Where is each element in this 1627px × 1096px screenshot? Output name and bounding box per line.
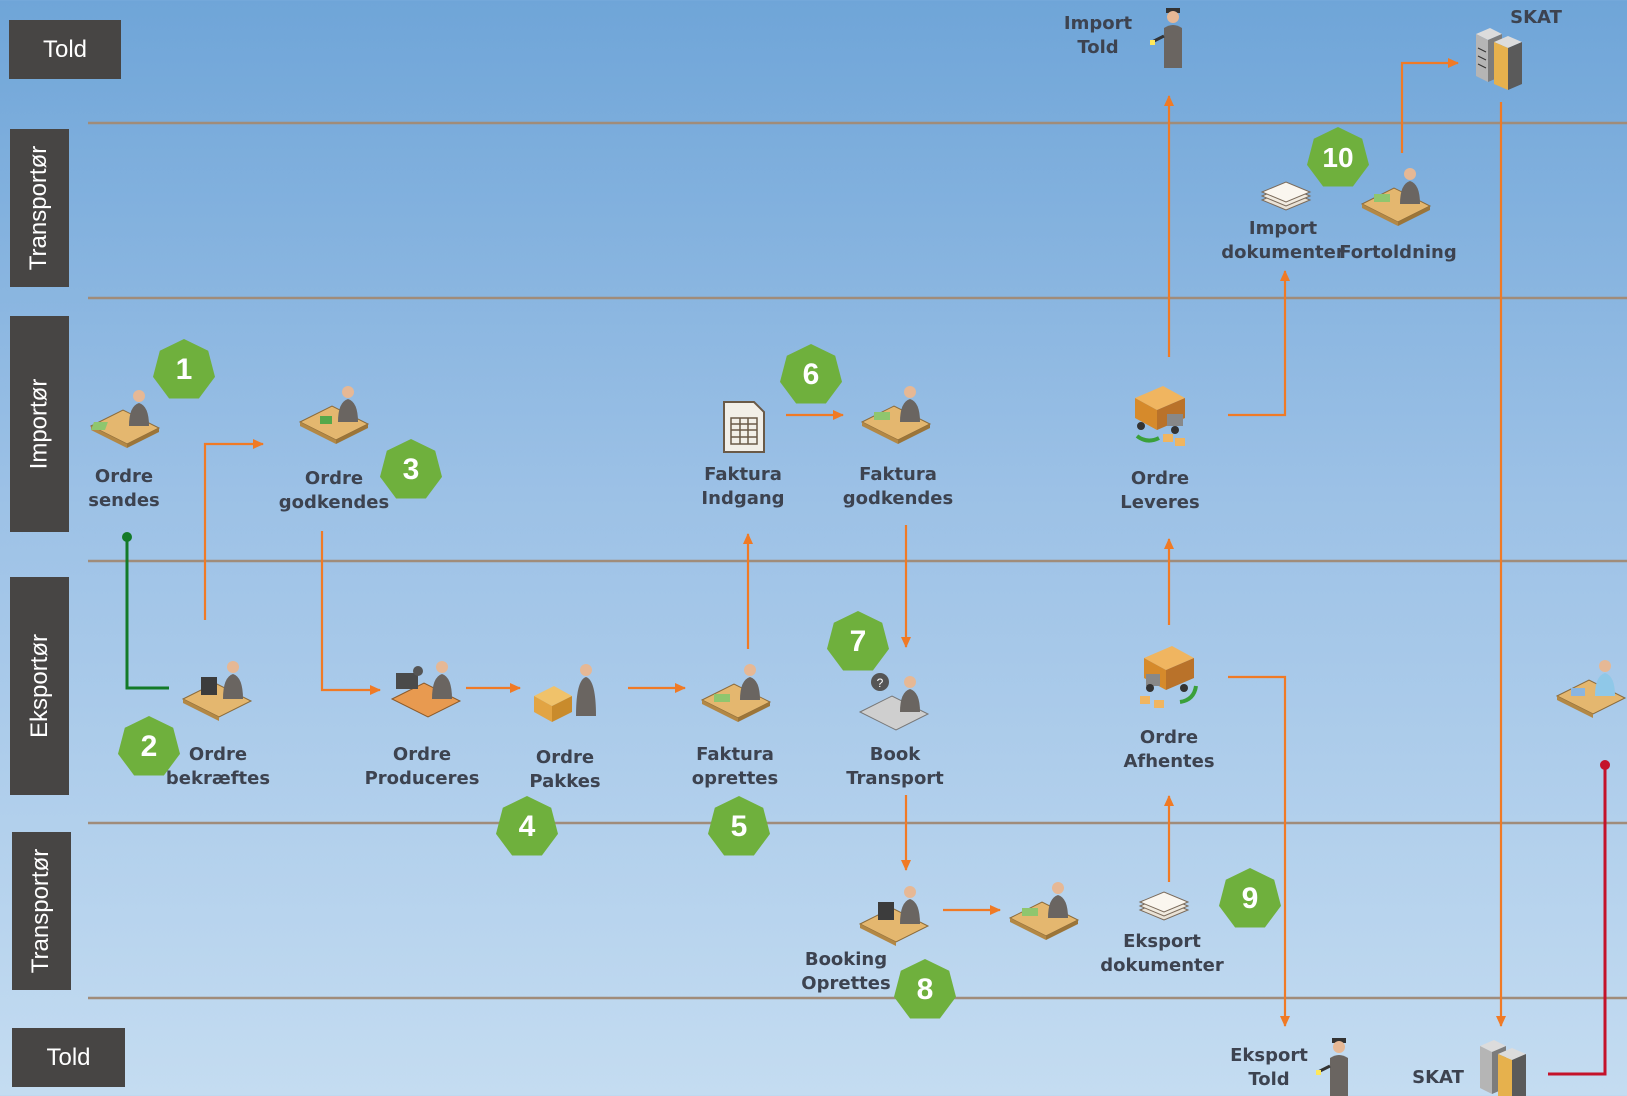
desk-worker-icon	[700, 664, 772, 722]
label-skat-top: SKAT	[1510, 7, 1562, 28]
customs-officer-icon	[1150, 8, 1182, 68]
customs-officer-icon	[1316, 1038, 1348, 1096]
computer-worker-icon	[858, 886, 930, 946]
documents-icon	[1138, 891, 1190, 921]
truck-icon	[1135, 386, 1185, 446]
computer-worker-icon	[181, 661, 253, 721]
arrow-fortoldning-to-skat	[1400, 58, 1459, 153]
truck-icon	[1140, 646, 1198, 708]
packing-worker-icon	[534, 664, 596, 722]
label-skat-bottom: SKAT	[1412, 1067, 1464, 1088]
lane-label-told-top: Told	[9, 20, 121, 79]
label-fortoldning: Fortoldning	[1339, 242, 1457, 263]
desk-worker-icon	[1360, 168, 1432, 226]
lane-label-transportor-top: Transportør	[10, 129, 69, 287]
arrow-afhentes-to-eksport-told	[1228, 675, 1290, 1027]
start-connector	[122, 532, 169, 690]
documents-icon	[1260, 181, 1312, 211]
arrow-bekraeftes-to-godkendes	[203, 439, 264, 620]
lane-dividers	[88, 121, 1627, 1000]
lane-label-eksportor: Eksportør	[10, 577, 69, 795]
arrow-godkendes-to-produceres	[320, 531, 381, 695]
factory-worker-icon	[390, 661, 462, 718]
desk-worker-icon	[1008, 882, 1080, 940]
phone-worker-icon: ?	[858, 673, 930, 731]
lane-label-told-bottom: Told	[12, 1028, 125, 1087]
cashier-worker-icon	[1555, 660, 1627, 718]
desk-worker-icon	[89, 390, 161, 448]
desk-worker-icon	[860, 386, 932, 444]
desk-worker-icon	[298, 386, 370, 444]
flow-arrows	[203, 58, 1506, 1027]
svg-text:?: ?	[877, 676, 884, 690]
arrow-leveres-to-import-dok	[1228, 270, 1290, 417]
spreadsheet-icon	[723, 401, 765, 453]
server-icon	[1476, 28, 1522, 90]
server-icon	[1480, 1040, 1526, 1096]
lane-label-importor: Importør	[10, 316, 69, 532]
end-connector	[1548, 760, 1610, 1076]
lane-label-transportor-bottom: Transportør	[12, 832, 71, 990]
